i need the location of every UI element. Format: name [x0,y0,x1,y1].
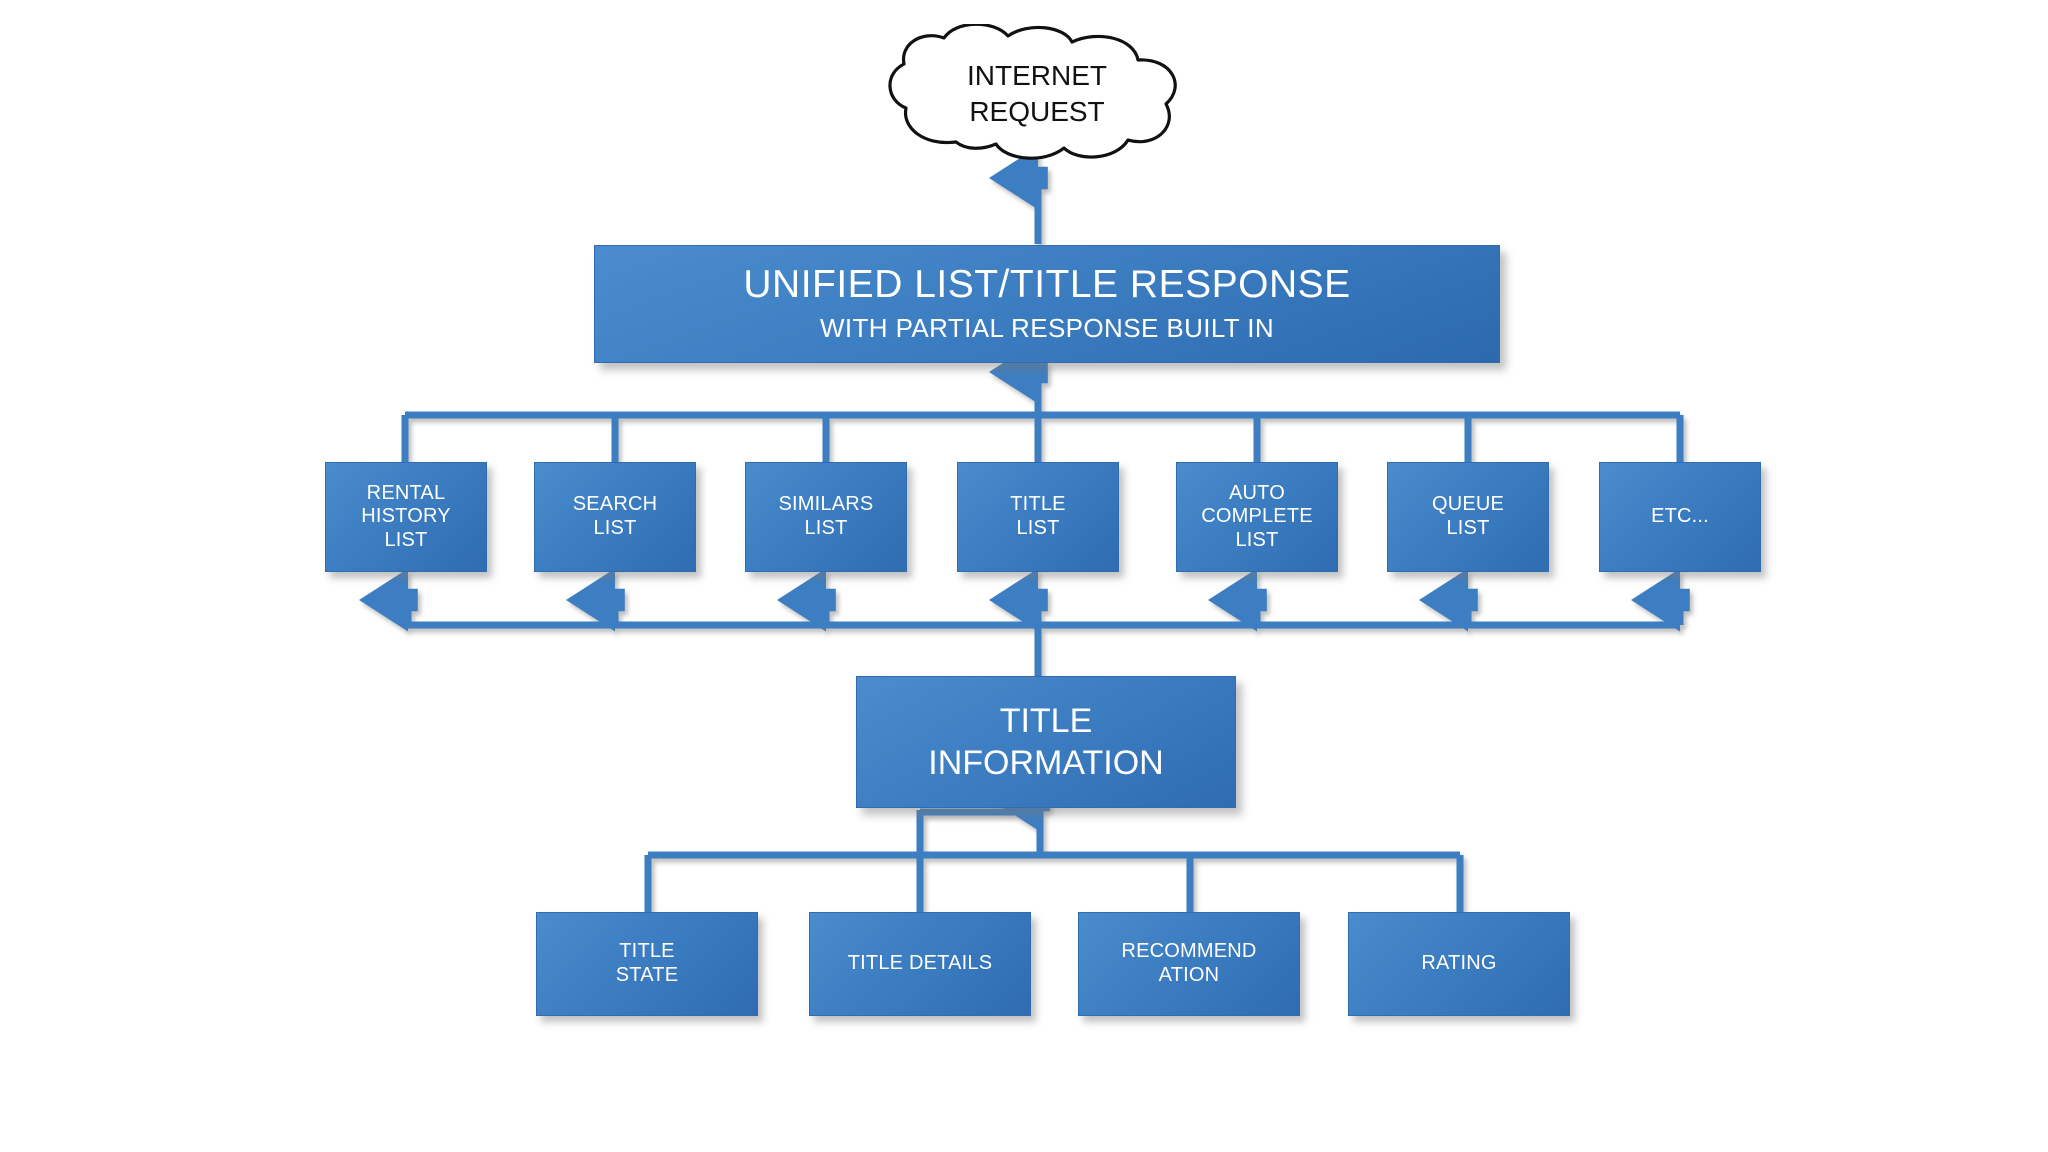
node-similars-list[interactable]: SIMILARS LIST [745,462,907,572]
node-search-list[interactable]: SEARCH LIST [534,462,696,572]
node-auto-complete-list[interactable]: AUTO COMPLETE LIST [1176,462,1338,572]
banner-main-title: UNIFIED LIST/TITLE RESPONSE [743,262,1351,306]
node-recommendation[interactable]: RECOMMEND ATION [1078,912,1300,1016]
banner-subtitle: WITH PARTIAL RESPONSE BUILT IN [819,313,1275,344]
node-title-list[interactable]: TITLE LIST [957,462,1119,572]
node-etc-list[interactable]: ETC... [1599,462,1761,572]
node-rating[interactable]: RATING [1348,912,1570,1016]
cloud-shape-icon [888,22,1177,160]
node-rental-history-list[interactable]: RENTAL HISTORY LIST [325,462,487,572]
node-title-state[interactable]: TITLE STATE [536,912,758,1016]
node-queue-list[interactable]: QUEUE LIST [1387,462,1549,572]
unified-response-banner[interactable]: UNIFIED LIST/TITLE RESPONSE WITH PARTIAL… [594,245,1500,363]
internet-request-cloud: INTERNET REQUEST [872,22,1202,164]
node-title-details[interactable]: TITLE DETAILS [809,912,1031,1016]
title-information-box[interactable]: TITLE INFORMATION [856,676,1236,808]
